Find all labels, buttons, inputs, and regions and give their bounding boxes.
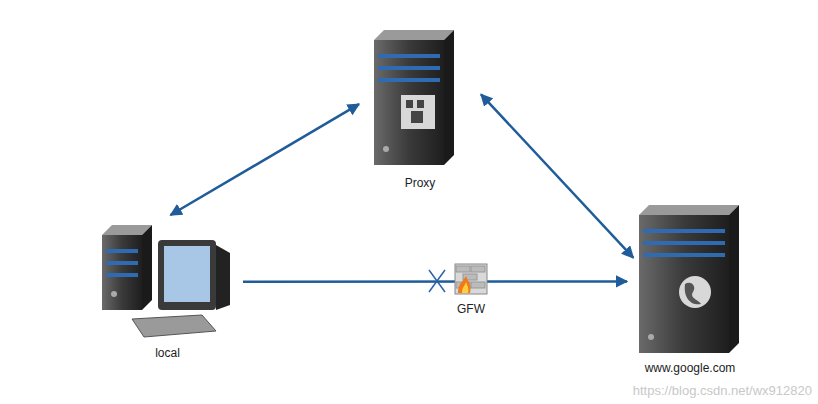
proxy-server-icon xyxy=(359,25,475,190)
local-computer-icon xyxy=(92,215,237,360)
firewall-icon xyxy=(455,264,487,294)
web-server-icon xyxy=(627,200,747,375)
node-label: local xyxy=(92,346,243,360)
server-node: Proxy xyxy=(359,25,481,190)
server-node: local xyxy=(92,215,243,360)
connector-arrow xyxy=(171,104,359,215)
edge-label: GFW xyxy=(455,302,487,316)
blocked-cross xyxy=(429,270,445,292)
node-label: Proxy xyxy=(359,176,481,190)
server-node: www.google.com xyxy=(627,200,753,375)
node-label: www.google.com xyxy=(627,361,753,375)
watermark: https://blog.csdn.net/wx912820 xyxy=(633,383,812,398)
connector-arrow xyxy=(481,94,633,257)
